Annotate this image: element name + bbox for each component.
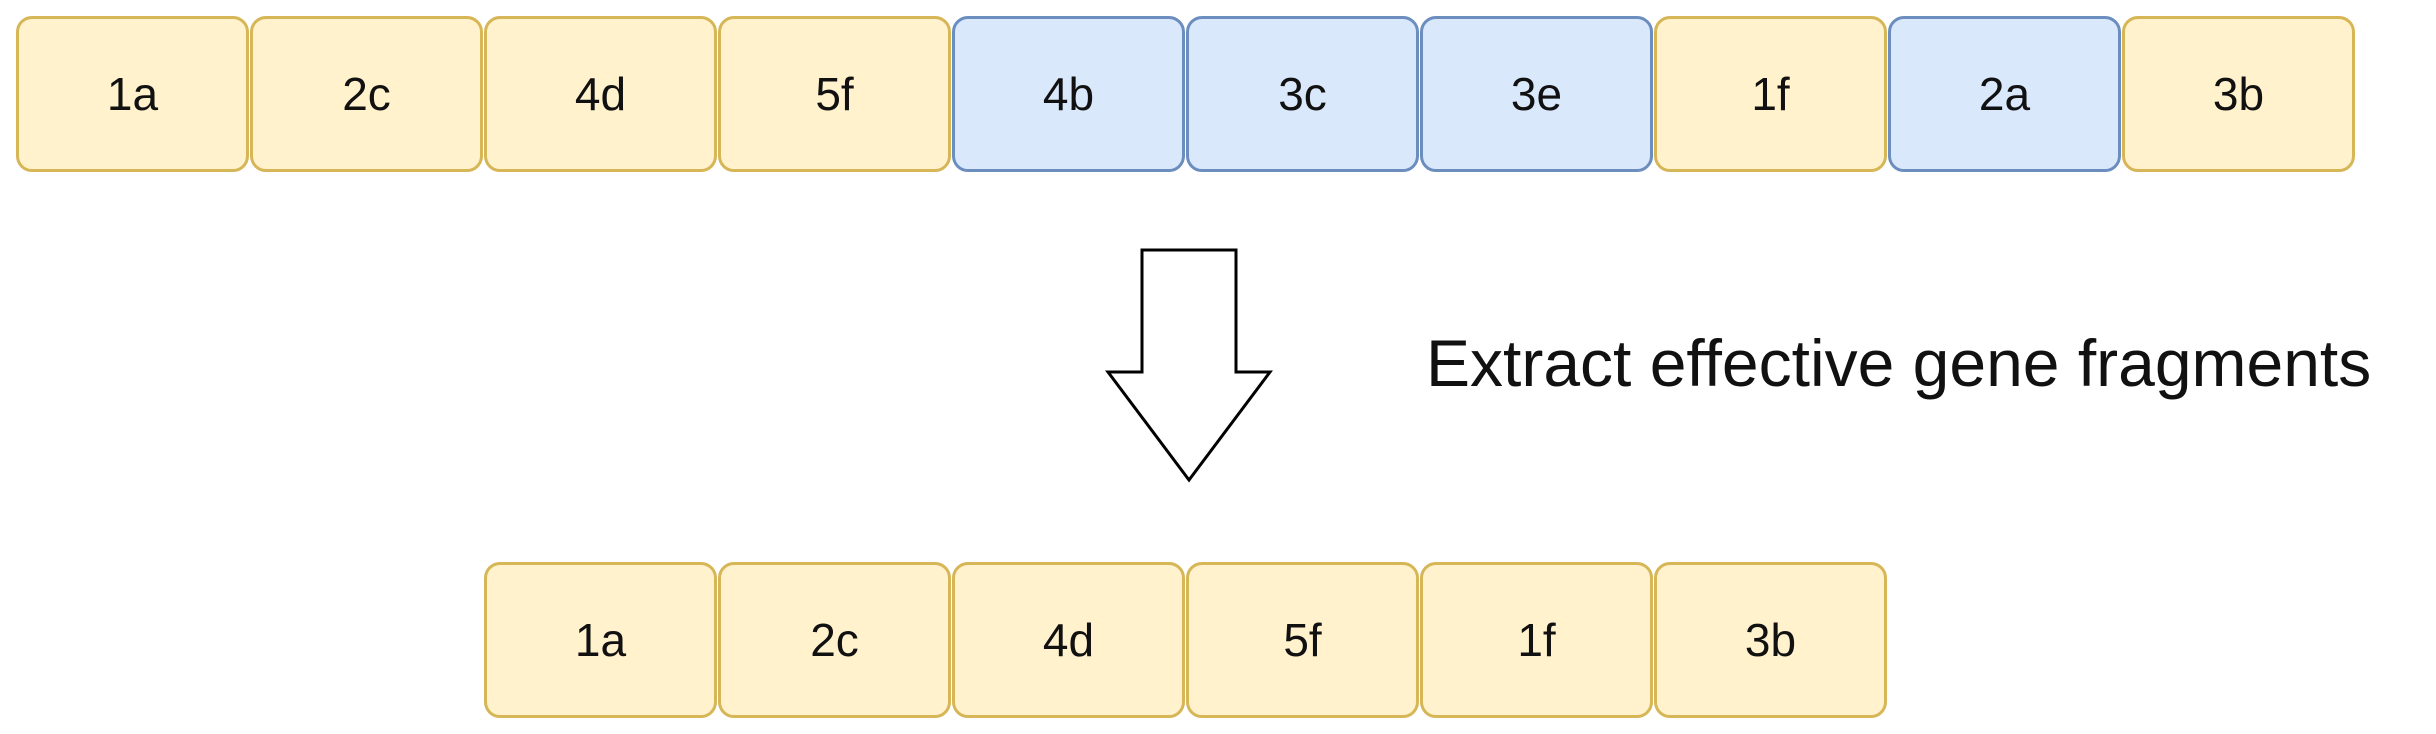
- gene-fragment: 2a: [1888, 16, 2121, 172]
- gene-fragment: 2c: [718, 562, 951, 718]
- gene-fragment: 4b: [952, 16, 1185, 172]
- gene-fragment: 5f: [1186, 562, 1419, 718]
- down-arrow-icon: [1105, 248, 1273, 483]
- gene-fragment: 1a: [16, 16, 249, 172]
- gene-fragment: 3b: [2122, 16, 2355, 172]
- gene-fragment: 3e: [1420, 16, 1653, 172]
- gene-fragment: 1a: [484, 562, 717, 718]
- effective-gene-sequence: 1a 2c 4d 5f 1f 3b: [484, 562, 1888, 718]
- extract-caption: Extract effective gene fragments: [1426, 326, 2372, 400]
- gene-fragment: 4d: [952, 562, 1185, 718]
- gene-fragment: 3c: [1186, 16, 1419, 172]
- gene-fragment: 1f: [1654, 16, 1887, 172]
- original-gene-sequence: 1a 2c 4d 5f 4b 3c 3e 1f 2a 3b: [16, 16, 2356, 172]
- gene-fragment: 4d: [484, 16, 717, 172]
- gene-fragment: 2c: [250, 16, 483, 172]
- gene-fragment: 3b: [1654, 562, 1887, 718]
- gene-fragment: 1f: [1420, 562, 1653, 718]
- gene-fragment: 5f: [718, 16, 951, 172]
